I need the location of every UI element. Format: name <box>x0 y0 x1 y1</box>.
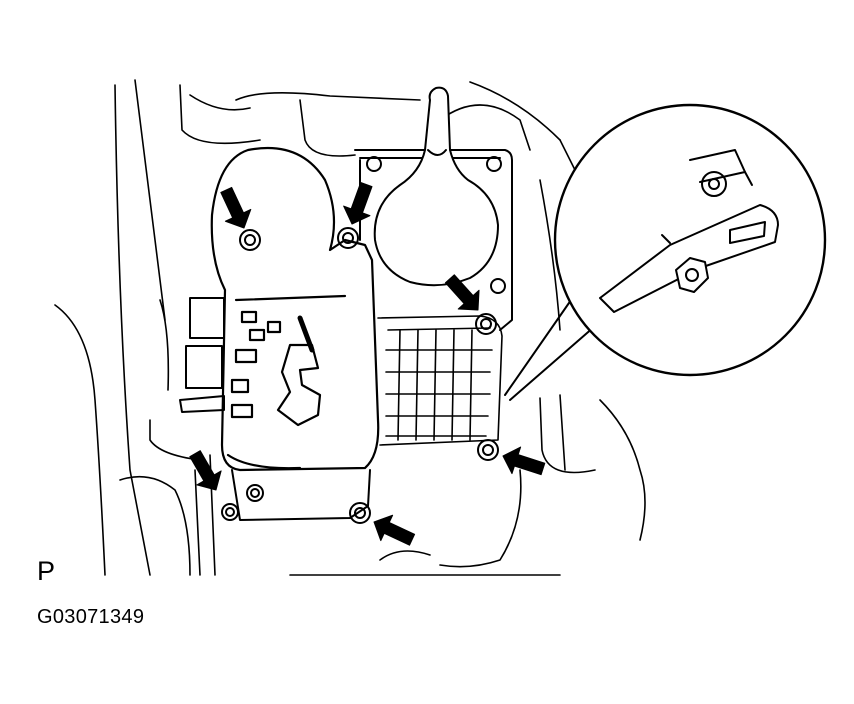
console-panel-lines <box>54 79 646 576</box>
removal-point-arrow-icon <box>343 181 373 225</box>
removal-point-arrow-icon <box>220 186 252 229</box>
lower-bracket <box>231 469 371 521</box>
removal-point-arrow-icon <box>444 274 480 311</box>
detail-view <box>553 103 827 377</box>
bolt-icon <box>475 313 497 335</box>
removal-point-arrow-icon <box>189 450 222 491</box>
figure-id: G03071349 <box>37 606 145 628</box>
bolt-icon <box>349 502 371 524</box>
bolt-icon <box>239 229 261 251</box>
bolt-icon <box>221 503 239 521</box>
removal-point-arrow-icon <box>373 514 416 546</box>
wire-connector <box>179 297 225 413</box>
detail-callout-leader <box>504 289 603 401</box>
removal-point-arrows <box>189 181 546 546</box>
bolt-icon <box>337 227 359 249</box>
bolt-icon <box>246 484 264 502</box>
bolts <box>221 227 499 524</box>
view-label: P <box>37 556 56 586</box>
removal-point-arrow-icon <box>502 446 546 476</box>
lock-cover-grid <box>377 315 503 446</box>
bolt-icon <box>477 439 499 461</box>
shift-lever <box>373 86 499 287</box>
shifter-housing <box>210 146 380 472</box>
